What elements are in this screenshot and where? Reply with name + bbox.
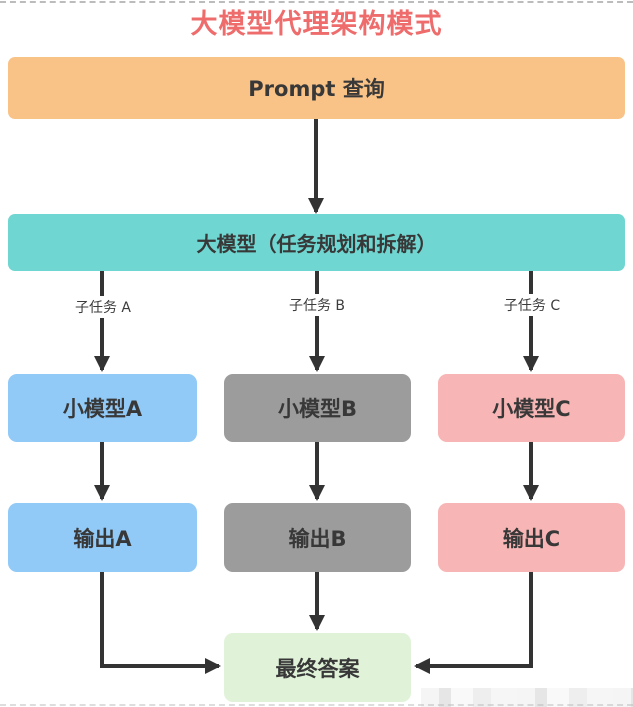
node-large-model: 大模型（任务规划和拆解）: [8, 214, 625, 271]
node-final-answer: 最终答案: [224, 633, 411, 702]
node-small-model-a: 小模型A: [8, 374, 197, 442]
watermark-blur: [421, 688, 633, 707]
node-prompt-query: Prompt 查询: [8, 57, 625, 119]
node-output-c: 输出C: [438, 503, 625, 572]
node-small-model-b: 小模型B: [224, 374, 411, 442]
edge-label-subtask-c: 子任务 C: [499, 294, 565, 316]
edge-label-subtask-a: 子任务 A: [70, 296, 136, 318]
top-dashed-border: [0, 1, 633, 3]
arrow-out-a-to-final: [100, 572, 221, 674]
node-small-model-c: 小模型C: [438, 374, 625, 442]
edge-label-subtask-b: 子任务 B: [284, 294, 350, 316]
bottom-dashed-border: [0, 704, 633, 706]
diagram-title: 大模型代理架构模式: [190, 9, 443, 40]
node-output-b: 输出B: [224, 503, 411, 572]
node-output-a: 输出A: [8, 503, 197, 572]
arrow-out-c-to-final: [414, 572, 533, 674]
